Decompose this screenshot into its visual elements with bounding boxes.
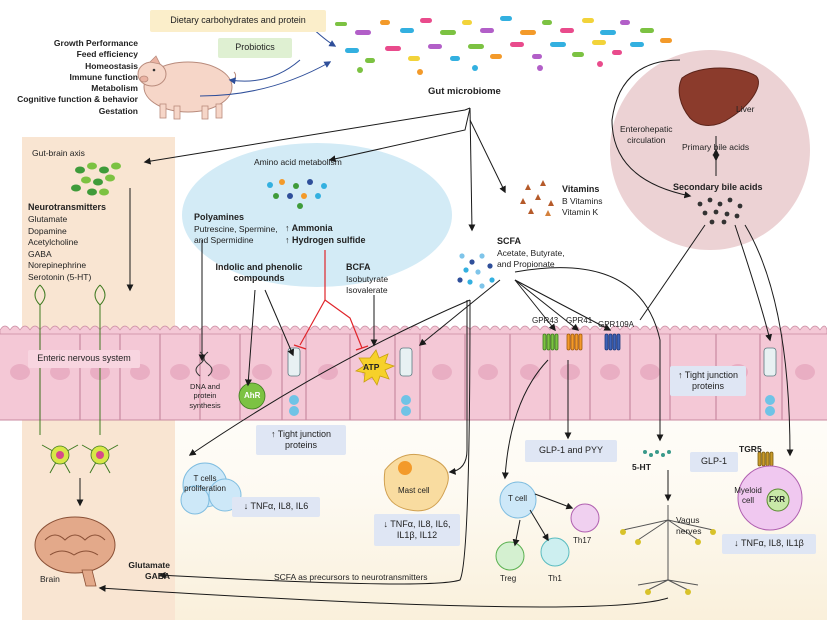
pig-benefit: Feed efficiency — [76, 49, 138, 60]
enteric-label: Enteric nervous system — [37, 353, 131, 364]
glp-pyy-label: GLP-1 and PYY — [538, 445, 604, 456]
diet-box: Dietary carbohydrates and protein — [150, 10, 326, 32]
neurotransmitter-item: Acetylcholine — [28, 237, 79, 247]
vitamins-desc: B Vitamins Vitamin K — [562, 196, 603, 217]
liver-bubble — [610, 50, 810, 250]
five-ht-dots — [643, 450, 671, 457]
gpr43-label: GPR43 — [532, 316, 559, 325]
ahr-receptor — [238, 382, 266, 410]
tjp-left-label: ↑ Tight junction proteins — [270, 428, 332, 450]
vagus-nerves — [622, 505, 714, 591]
t-cells-proliferation — [180, 462, 242, 515]
t-cells-prolif-label: T cells proliferation — [184, 474, 226, 493]
glp-pyy-box: GLP-1 and PYY — [525, 440, 617, 462]
five-ht-label: 5-HT — [632, 462, 651, 472]
scfa-title: SCFA — [497, 236, 522, 246]
bcfa-desc: Isobutyrate Isovalerate — [346, 274, 389, 295]
neurotransmitter-list: Glutamate Dopamine Acetylcholine GABA No… — [28, 214, 91, 283]
neurotransmitter-item: Dopamine — [28, 225, 67, 236]
enteric-box: Enteric nervous system — [28, 350, 140, 368]
neurotransmitter-item: Serotonin (5-HT) — [28, 271, 92, 282]
t-cell-label: T cell — [508, 494, 527, 503]
dna-label: DNA and protein synthesis — [189, 382, 221, 410]
treg-label: Treg — [500, 574, 517, 583]
atp-label: ATP — [363, 362, 380, 372]
inhibition-lines — [293, 250, 369, 351]
cytokine-left-label: ↓ TNFα, IL8, IL6 — [243, 501, 309, 512]
gut-microbiome-label: Gut microbiome — [428, 86, 501, 97]
amino-dots — [267, 179, 327, 209]
amino-acid-bubble — [182, 143, 452, 287]
scfa-dots — [457, 253, 495, 289]
vitamin-shapes — [520, 180, 554, 216]
tgr5-label: TGR5 — [739, 444, 762, 454]
atp-burst — [354, 349, 396, 386]
myeloid-label: Myeloid cell — [734, 486, 762, 505]
pig-benefit: Immune function — [69, 71, 138, 82]
fxr-circle — [766, 488, 790, 512]
scfa-precursor-label: SCFA as precursors to neurotransmitters — [274, 572, 428, 582]
mast-cell-nucleus — [398, 461, 412, 475]
glp1-box: GLP-1 — [690, 452, 738, 472]
probiotics-label: Probiotics — [235, 42, 275, 53]
pig-benefits-list: Growth Performance Feed efficiency Homeo… — [2, 38, 138, 117]
liver-label: Liver — [736, 104, 755, 114]
cytokine-right-label: ↓ TNFα, IL8, IL1β — [734, 538, 804, 549]
glp1-label: GLP-1 — [700, 456, 727, 467]
tjp-left-box: ↑ Tight junction proteins — [256, 425, 346, 455]
tight-junction-spheres — [289, 395, 775, 416]
primary-bile-label: Primary bile acids — [682, 142, 750, 152]
diet-label: Dietary carbohydrates and protein — [170, 15, 306, 26]
cytokine-left-box: ↓ TNFα, IL8, IL6 — [232, 497, 320, 517]
pig-benefit: Homeostasis — [85, 60, 138, 71]
secondary-bile-label: Secondary bile acids — [673, 182, 763, 192]
ahr-label: AhR — [244, 391, 261, 400]
pig-icon — [137, 55, 237, 120]
cytokine-mid-box: ↓ TNFα, IL8, IL6, IL1β, IL12 — [374, 514, 460, 546]
tjp-right-box: ↑ Tight junction proteins — [670, 366, 746, 396]
gut-brain-axis-label: Gut-brain axis — [32, 148, 85, 158]
bile-acid-dots — [697, 197, 743, 225]
neurotransmitters-title: Neurotransmitters — [28, 202, 107, 212]
scfa-desc: Acetate, Butyrate, and Propionate — [497, 248, 565, 269]
amino-title: Amino acid metabolism — [254, 157, 342, 167]
gpr109a-label: GPR109A — [598, 320, 635, 329]
enteric-neurons — [34, 284, 119, 474]
gpr41-label: GPR41 — [566, 316, 593, 325]
brain-icon — [34, 516, 116, 587]
microbiome-band — [335, 16, 672, 75]
liver-organ — [678, 67, 759, 126]
pig-benefit: Growth Performance — [53, 38, 138, 48]
cytokine-mid-label: ↓ TNFα, IL8, IL6, IL1β, IL12 — [383, 518, 451, 540]
vagus-label: Vagus nerves — [676, 515, 702, 536]
polyamines-title: Polyamines — [194, 212, 245, 222]
ammonia-label: ↑ Ammonia ↑ Hydrogen sulfide — [285, 223, 366, 245]
neurotransmitter-item: Glutamate — [28, 214, 68, 224]
cytokine-right-box: ↓ TNFα, IL8, IL1β — [722, 534, 816, 554]
neuron-bodies — [50, 445, 110, 465]
pig-benefit: Metabolism — [91, 83, 138, 94]
neurotransmitter-item: GABA — [28, 248, 52, 259]
polyamines-desc: Putrescine, Spermine, and Spermidine — [194, 224, 278, 245]
fxr-label: FXR — [769, 495, 785, 504]
tjp-right-label: ↑ Tight junction proteins — [677, 369, 739, 391]
vitamins-title: Vitamins — [562, 184, 600, 194]
indolic-title: Indolic and phenolic compounds — [215, 262, 303, 284]
glutamate-gaba-label: Glutamate GABA — [128, 560, 170, 581]
probiotics-box: Probiotics — [218, 38, 292, 58]
mast-cell-label: Mast cell — [398, 486, 430, 495]
th17-label: Th17 — [573, 536, 592, 545]
gpr-receptors — [542, 333, 774, 467]
pig-benefit: Cognitive function & behavior — [17, 94, 138, 105]
neurotransmitter-item: Norepinephrine — [28, 260, 87, 270]
enterohepatic-label: Enterohepatic circulation — [620, 124, 673, 145]
th1-label: Th1 — [548, 574, 562, 583]
brain-label: Brain — [40, 574, 60, 584]
t-cell-group — [495, 481, 600, 571]
green-dots — [71, 162, 121, 196]
bcfa-title: BCFA — [346, 262, 371, 272]
vagus-dots — [620, 529, 716, 595]
pig-benefit: Gestation — [98, 105, 138, 116]
